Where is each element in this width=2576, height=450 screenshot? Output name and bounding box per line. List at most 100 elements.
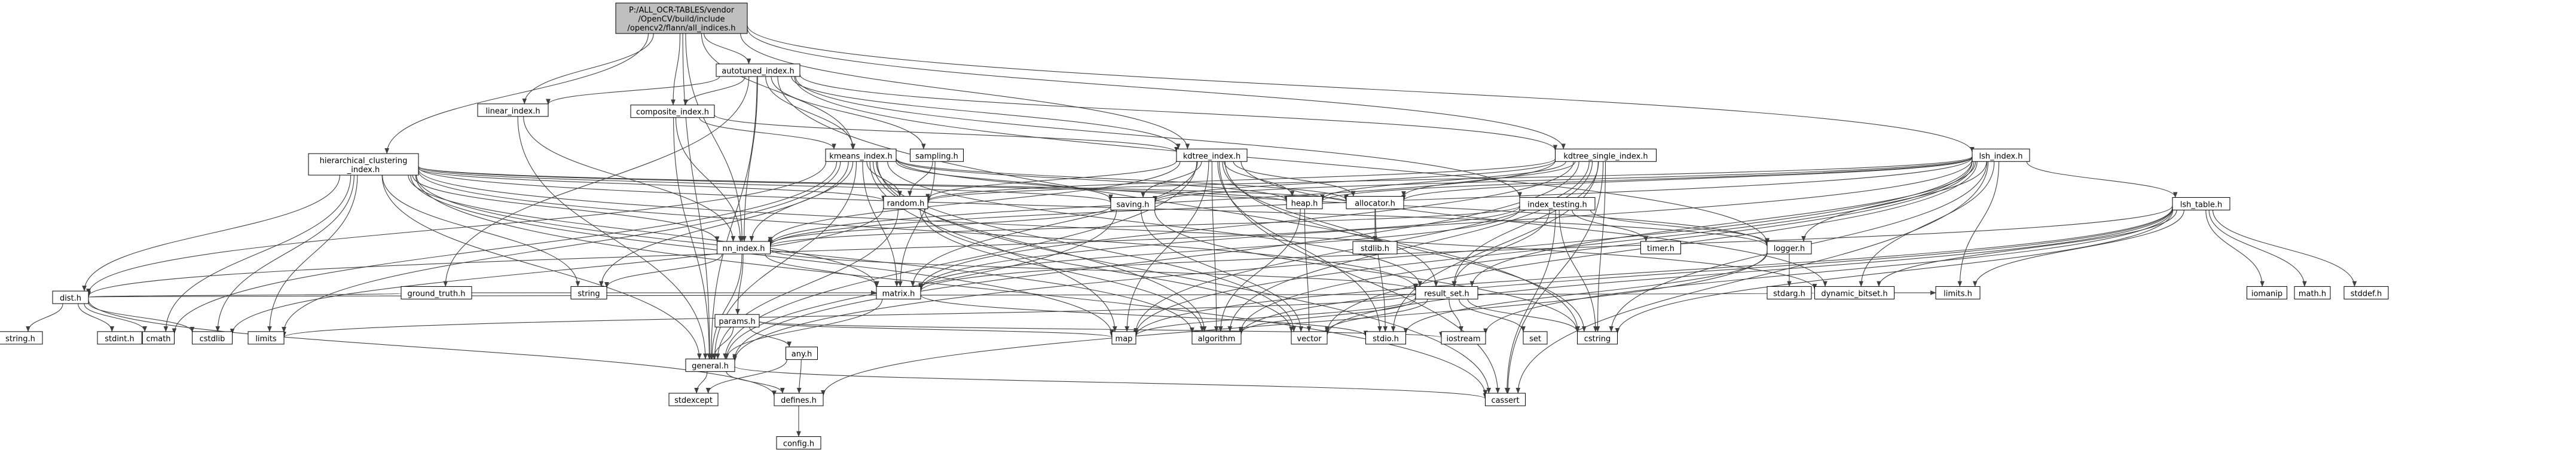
edge-heap-to-algorithm <box>1221 209 1301 332</box>
node-string[interactable]: string <box>570 286 607 299</box>
node-box <box>774 393 824 406</box>
edge-kmeans-to-heap <box>896 158 1287 201</box>
edge-kdtree-to-map <box>1127 161 1209 332</box>
node-stddef[interactable]: stddef.h <box>2343 286 2389 299</box>
edge-kdtree-single-to-random <box>928 158 1556 201</box>
node-cstring[interactable]: cstring <box>1577 331 1618 345</box>
node-box <box>910 148 964 162</box>
node-box <box>0 331 43 345</box>
edge-autotuned-to-kmeans <box>765 76 854 149</box>
node-heap[interactable]: heap.h <box>1286 196 1323 210</box>
edge-autotuned-to-linear <box>548 76 720 105</box>
node-lsh-index[interactable]: lsh_index.h <box>1972 148 2030 162</box>
edge-kmeans-to-matrix <box>862 161 897 286</box>
node-label: stddef.h <box>2351 289 2382 298</box>
node-composite[interactable]: composite_index.h <box>630 105 715 118</box>
node-label: config.h <box>783 440 814 449</box>
node-kdtree[interactable]: kdtree_index.h <box>1176 148 1248 162</box>
node-iostream[interactable]: iostream <box>1441 331 1486 345</box>
edge-kmeans-to-dist <box>88 161 827 294</box>
edge-hierarchical-to-cassert <box>415 175 1485 396</box>
node-label: sampling.h <box>915 152 958 161</box>
node-cassert[interactable]: cassert <box>1485 393 1526 406</box>
edge-hierarchical-to-result-set <box>418 170 1416 289</box>
edge-hierarchical-to-saving <box>418 167 1111 203</box>
edge-hierarchical-to-string <box>382 175 578 286</box>
edge-params-to-general <box>714 327 734 359</box>
edge-kdtree-to-cassert <box>1219 161 1498 393</box>
node-label: random.h <box>887 200 925 209</box>
node-kmeans[interactable]: kmeans_index.h <box>825 148 897 162</box>
node-random[interactable]: random.h <box>883 196 928 210</box>
node-algorithm[interactable]: algorithm <box>1191 331 1242 345</box>
node-box <box>1191 331 1242 345</box>
edge-result-set-to-set <box>1459 299 1523 332</box>
node-sampling[interactable]: sampling.h <box>910 148 964 162</box>
node-label: limits <box>255 335 277 344</box>
edge-params-to-map <box>759 321 1112 338</box>
node-string-h[interactable]: string.h <box>0 331 43 345</box>
node-vector[interactable]: vector <box>1291 331 1328 345</box>
node-box <box>2343 286 2389 299</box>
node-defines[interactable]: defines.h <box>774 393 824 406</box>
node-logger[interactable]: logger.h <box>1767 241 1812 255</box>
node-config[interactable]: config.h <box>776 436 821 450</box>
edge-kmeans-to-vector <box>876 161 1294 332</box>
node-stdlib[interactable]: stdlib.h <box>1352 241 1398 255</box>
node-nn-index[interactable]: nn_index.h <box>717 241 771 255</box>
node-math-h[interactable]: math.h <box>2294 286 2331 299</box>
edge-result-set-to-vector <box>1327 299 1428 332</box>
node-label: limits.h <box>1944 289 1972 298</box>
node-lsh-table[interactable]: lsh_table.h <box>2172 197 2230 210</box>
node-ground-truth[interactable]: ground_truth.h <box>401 286 472 299</box>
node-kdtree-single[interactable]: kdtree_single_index.h <box>1555 148 1657 162</box>
edge-lsh-index-to-saving <box>1155 156 1973 203</box>
node-any[interactable]: any.h <box>786 347 818 360</box>
node-box <box>685 359 735 372</box>
node-label: cstdlib <box>200 335 225 344</box>
node-result-set[interactable]: result_set.h <box>1415 286 1478 299</box>
node-cmath[interactable]: cmath <box>142 331 175 345</box>
node-box <box>2247 286 2287 299</box>
node-label: P:/ALL_OCR-TABLES/vendor <box>629 6 735 15</box>
node-stdio[interactable]: stdio.h <box>1365 331 1406 345</box>
node-dynamic-bitset[interactable]: dynamic_bitset.h <box>1814 286 1894 299</box>
node-limits[interactable]: limits <box>247 331 285 345</box>
node-map[interactable]: map <box>1111 331 1136 345</box>
node-dist[interactable]: dist.h <box>52 290 89 304</box>
node-matrix[interactable]: matrix.h <box>876 286 921 299</box>
node-iomanip[interactable]: iomanip <box>2247 286 2287 299</box>
node-stdexcept[interactable]: stdexcept <box>668 393 719 406</box>
node-stdarg[interactable]: stdarg.h <box>1767 286 1812 299</box>
edge-kdtree-to-algorithm <box>1211 161 1216 332</box>
node-box <box>716 63 800 77</box>
edge-kdtree-single-to-allocator <box>1404 161 1576 197</box>
node-stdint[interactable]: stdint.h <box>97 331 142 345</box>
node-linear[interactable]: linear_index.h <box>477 103 549 117</box>
node-allocator[interactable]: allocator.h <box>1346 196 1404 210</box>
node-box <box>570 286 607 299</box>
node-cstdlib[interactable]: cstdlib <box>192 331 233 345</box>
node-all-indices[interactable]: P:/ALL_OCR-TABLES/vendor/OpenCV/build/in… <box>615 2 748 34</box>
node-index-testing[interactable]: index_testing.h <box>1519 197 1596 210</box>
node-hierarchical[interactable]: hierarchical_clustering_index.h <box>308 153 419 176</box>
edge-ground-truth-to-dist <box>88 293 402 298</box>
node-general[interactable]: general.h <box>685 359 735 372</box>
node-params[interactable]: params.h <box>714 314 760 327</box>
node-label: linear_index.h <box>485 107 540 116</box>
edge-kdtree-to-cstring <box>1224 161 1584 332</box>
edge-hierarchical-to-allocator <box>418 166 1346 202</box>
edge-dist-to-string-h <box>28 304 63 332</box>
node-timer[interactable]: timer.h <box>1640 241 1681 255</box>
dependency-nodes: P:/ALL_OCR-TABLES/vendor/OpenCV/build/in… <box>0 2 2389 450</box>
node-box <box>192 331 233 345</box>
edge-lsh-table-to-stddef <box>2212 210 2355 286</box>
node-limits-h[interactable]: limits.h <box>1935 286 1981 299</box>
node-set[interactable]: set <box>1523 331 1548 345</box>
node-autotuned[interactable]: autotuned_index.h <box>716 63 800 77</box>
node-box <box>1415 286 1478 299</box>
node-label: index_testing.h <box>1527 200 1587 209</box>
node-saving[interactable]: saving.h <box>1110 197 1156 210</box>
edge-random-to-algorithm <box>919 209 1202 332</box>
edge-general-to-defines <box>726 371 783 394</box>
